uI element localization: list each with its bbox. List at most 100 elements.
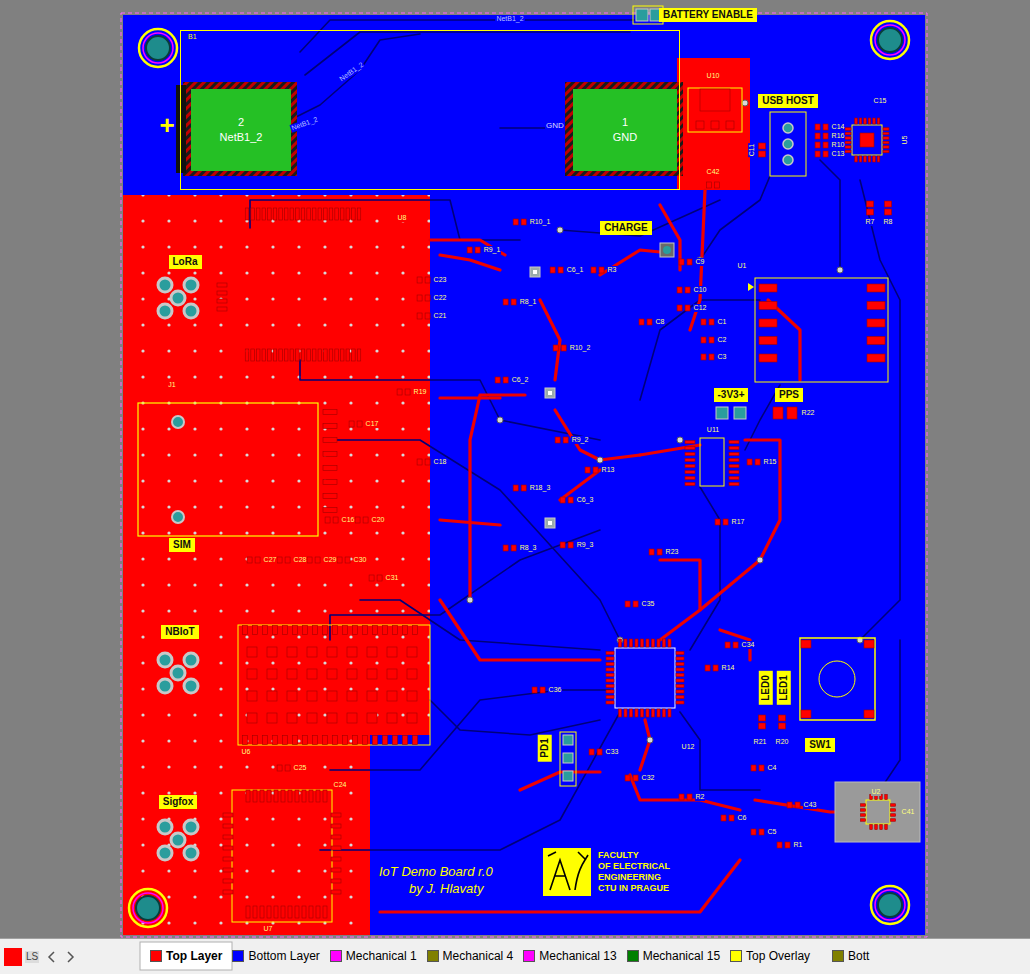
smd-pad: [845, 128, 851, 131]
smd-pad: [363, 626, 368, 635]
pad-keepout: [183, 82, 297, 176]
smd-pad: [883, 141, 889, 144]
smd-pad: [815, 151, 820, 157]
smd-pad: [223, 868, 233, 872]
designator: U5: [901, 135, 909, 146]
designator: R9_2: [571, 436, 590, 444]
smd-pad: [885, 201, 892, 207]
antenna-pin: [184, 653, 198, 667]
designator: R22: [801, 409, 816, 417]
designator: U12: [681, 743, 696, 751]
smd-pad: [313, 736, 318, 745]
smd-pad: [701, 354, 706, 360]
smd-pad: [335, 208, 339, 220]
smd-pad: [685, 477, 695, 480]
via: [467, 597, 473, 603]
smd-pad: [647, 319, 652, 325]
smd-pad: [343, 626, 348, 635]
smd-pad: [815, 124, 820, 130]
smd-pad: [387, 669, 397, 679]
layer-name: Bott: [848, 949, 869, 963]
thermal-pad: [860, 133, 874, 147]
bottom-trace: [300, 20, 634, 52]
smd-pad: [217, 307, 227, 311]
smd-pad: [873, 156, 876, 162]
smd-pad: [676, 685, 684, 688]
designator: C28: [293, 556, 308, 564]
smd-pad: [883, 137, 889, 140]
smd-pad: [217, 283, 227, 287]
smd-pad: [324, 349, 328, 361]
top-trace: [440, 255, 500, 270]
mounting-hole-ring: [871, 886, 909, 924]
layer-tab: Mechanical 13: [523, 949, 616, 963]
smd-pad: [715, 182, 720, 188]
smd-pad: [279, 349, 283, 361]
smd-pad: [309, 790, 313, 802]
smd-pad: [873, 118, 876, 124]
silkscreen-label: NBIoT: [161, 625, 198, 639]
smd-pad: [315, 557, 320, 563]
smd-pad: [307, 691, 317, 701]
smd-pad: [335, 349, 339, 361]
smd-pad: [859, 118, 862, 124]
designator: R8_3: [519, 544, 538, 552]
smd-pad: [367, 691, 377, 701]
smd-pad: [855, 156, 858, 162]
smd-pad: [861, 814, 866, 817]
header-pin: [783, 139, 793, 149]
layer-set-label: LS: [25, 951, 39, 963]
smd-pad: [323, 466, 337, 471]
smd-pad: [759, 337, 777, 345]
smd-pad: [323, 790, 327, 802]
smd-pad: [417, 459, 422, 465]
smd-pad: [318, 208, 322, 220]
smd-pad: [283, 626, 288, 635]
smd-pad: [413, 736, 418, 745]
smd-pad: [676, 679, 684, 682]
smd-pad: [346, 208, 350, 220]
layer-name: Top Overlay: [746, 949, 810, 963]
smd-pad: [403, 736, 408, 745]
smd-pad: [475, 247, 480, 253]
via: [757, 557, 763, 563]
smd-pad: [260, 906, 264, 918]
bottom-trace: [640, 300, 760, 400]
smd-pad: [277, 557, 282, 563]
smd-pad: [285, 557, 290, 563]
smd-pad: [715, 519, 720, 525]
smd-pad: [284, 208, 288, 220]
smd-pad: [253, 790, 257, 802]
smd-pad: [606, 690, 614, 693]
designator: R15: [763, 458, 778, 466]
smd-pad: [243, 736, 248, 745]
designator: U8: [397, 214, 408, 222]
antenna-pin: [171, 666, 185, 680]
smd-pad: [801, 710, 811, 718]
smd-pad: [405, 389, 410, 395]
layer-name: Mechanical 13: [539, 949, 616, 963]
designator: C31: [385, 574, 400, 582]
module-outline: [232, 790, 332, 922]
smd-pad: [729, 471, 739, 474]
designator: C22: [433, 294, 448, 302]
smd-pad: [279, 208, 283, 220]
smd-pad: [568, 542, 573, 548]
smd-pad: [861, 819, 866, 822]
label-text: PPS: [779, 389, 799, 401]
smd-pad: [729, 453, 739, 456]
bottom-trace: [560, 200, 720, 236]
designator: C36: [548, 686, 563, 694]
designator: C43: [803, 801, 818, 809]
smd-pad: [685, 465, 695, 468]
copper-pour: [123, 195, 430, 935]
header-pin: [783, 123, 793, 133]
net-name: NetB1_2: [495, 15, 524, 23]
smd-pad: [327, 647, 337, 657]
rgb-led: [530, 267, 540, 277]
designator: R19: [413, 388, 428, 396]
smd-pad: [540, 687, 545, 693]
smd-pad: [560, 497, 565, 503]
polarity-mark: +: [158, 111, 175, 141]
